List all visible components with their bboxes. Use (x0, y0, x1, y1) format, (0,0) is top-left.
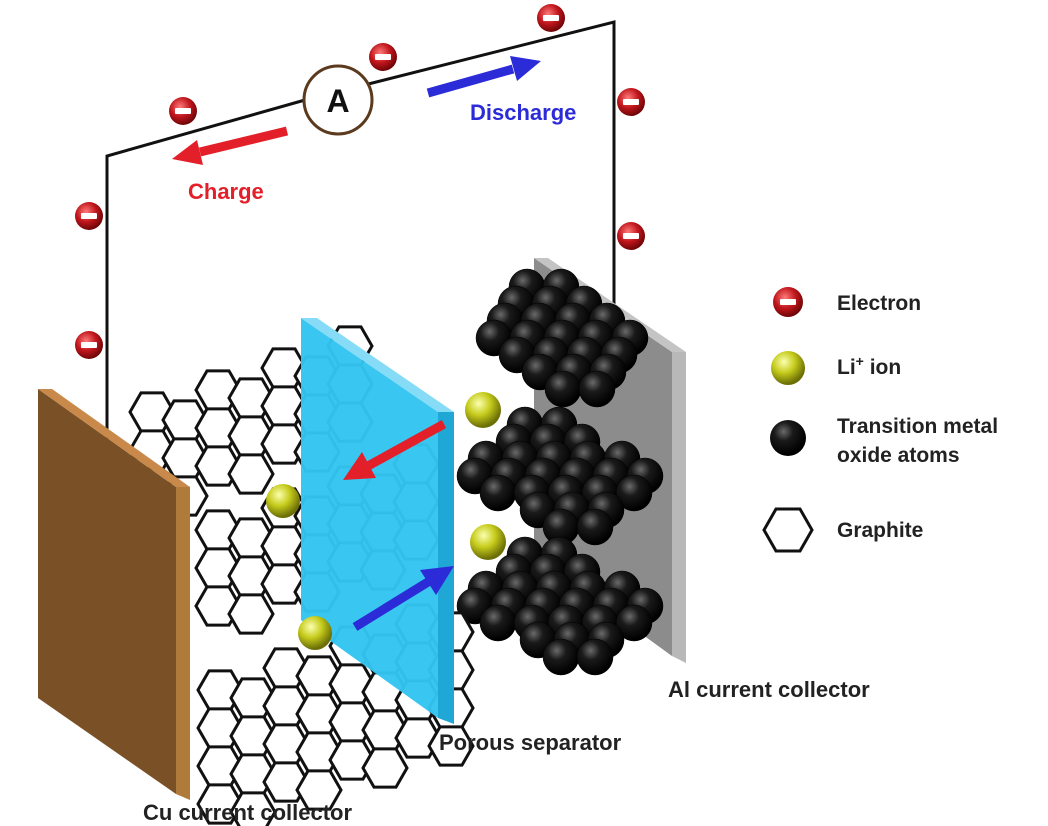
legend-oxide-label-line2: oxide atoms (837, 444, 960, 467)
li-ion (465, 392, 501, 428)
graphite-hexagon (295, 769, 343, 811)
hexagon-icon (762, 507, 814, 553)
oxide-atom (576, 638, 614, 676)
oxide-atom (479, 604, 517, 642)
li-ion-icon (771, 351, 805, 385)
electron (75, 331, 103, 359)
graphite-hexagon (227, 453, 275, 495)
oxide-atom-icon (770, 420, 806, 456)
oxide-atom (544, 370, 582, 408)
discharge-ion-arrow (352, 566, 454, 631)
electron (617, 88, 645, 116)
legend-electron-label: Electron (837, 292, 921, 315)
electron (75, 202, 103, 230)
li-ion (298, 616, 332, 650)
li-ion (266, 484, 300, 518)
oxide-atom (576, 508, 614, 546)
graphite-hexagon (227, 593, 275, 635)
charge-ion-arrow (343, 420, 447, 480)
li-ion-particles (266, 392, 506, 650)
charge-arrow (172, 126, 289, 165)
legend-li-ion-label: Li+ ion (837, 353, 901, 379)
oxide-atom (615, 474, 653, 512)
charge-label: Charge (188, 179, 264, 204)
cu-collector-label: Cu current collector (143, 800, 352, 825)
li-ion (470, 524, 506, 560)
discharge-arrow (426, 56, 541, 98)
electron (369, 43, 397, 71)
separator-label: Porous separator (439, 730, 622, 755)
electron (169, 97, 197, 125)
ammeter: A (302, 64, 374, 136)
electron-particles (75, 4, 645, 359)
legend-li-ion: Li+ ion (771, 351, 901, 385)
legend-oxide: Transition metal oxide atoms (770, 415, 998, 467)
electron (617, 222, 645, 250)
legend-oxide-label-line1: Transition metal (837, 415, 998, 438)
graphite-hexagon (229, 791, 277, 826)
oxide-atom (615, 604, 653, 642)
ammeter-label: A (326, 83, 349, 119)
legend-graphite: Graphite (762, 507, 923, 553)
porous-separator (301, 318, 454, 724)
oxide-atom (479, 474, 517, 512)
graphite-hexagon (427, 725, 475, 767)
electron (537, 4, 565, 32)
legend: Electron Li+ ion Transition metal oxide … (762, 287, 998, 553)
oxide-atom-cluster (456, 268, 664, 676)
cu-current-collector (38, 389, 190, 800)
oxide-atom (542, 638, 580, 676)
al-collector-label: Al current collector (668, 677, 870, 702)
discharge-label: Discharge (470, 100, 576, 125)
oxide-atom (578, 370, 616, 408)
legend-electron: Electron (773, 287, 921, 317)
legend-graphite-label: Graphite (837, 519, 923, 542)
graphite-hexagon (361, 747, 409, 789)
